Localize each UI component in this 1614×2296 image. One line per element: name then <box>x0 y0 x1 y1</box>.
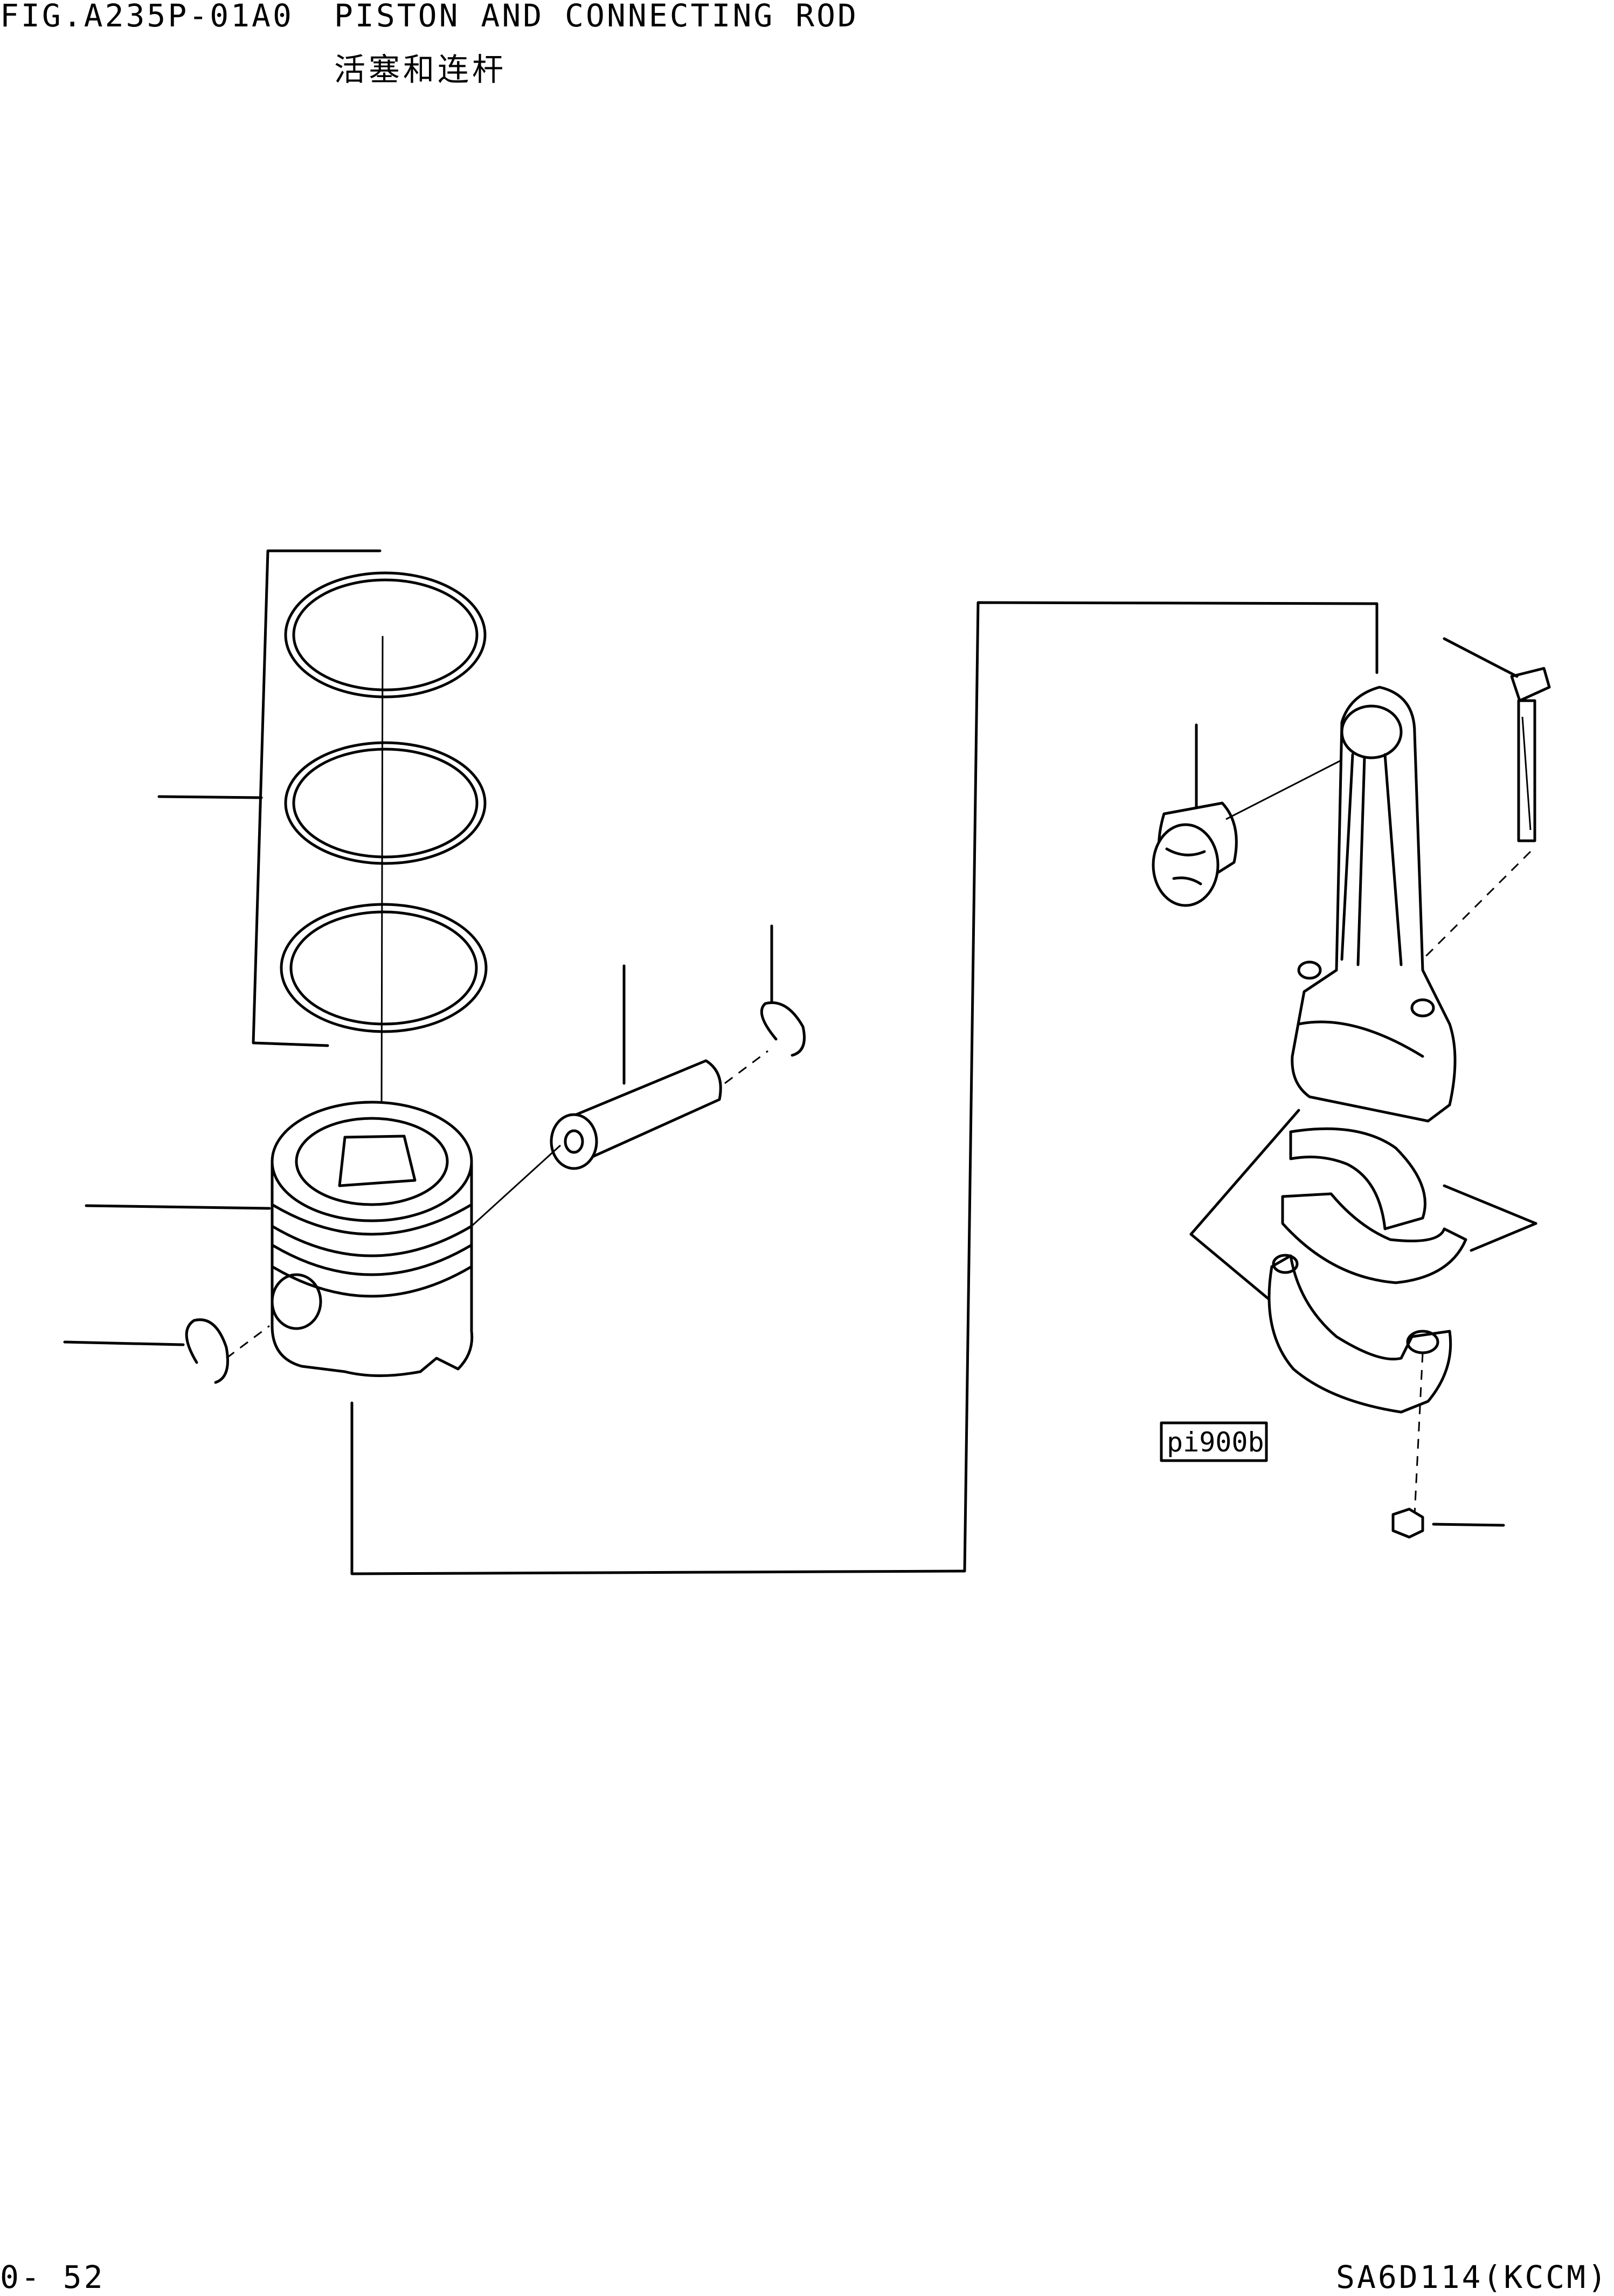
connecting-rod <box>1291 686 1457 1123</box>
bearing-leader-left <box>1189 1109 1300 1236</box>
bearing-leader-right <box>1443 1184 1537 1225</box>
piston-pin <box>470 964 722 1227</box>
bearing-leader-right-lower <box>1470 1222 1537 1252</box>
snap-ring-right <box>724 924 806 1084</box>
page-title: PISTON AND CONNECTING ROD <box>334 0 858 34</box>
page-title-chinese: 活塞和连杆 <box>334 51 507 88</box>
piston-ring-top <box>284 571 487 699</box>
reference-label-text: pi900b <box>1167 1427 1264 1458</box>
connecting-rod-bearing-lower <box>1281 1192 1467 1284</box>
connecting-rod-cap <box>1267 1254 1452 1414</box>
connecting-rod-bushing <box>1152 723 1342 907</box>
ring-alignment-line <box>380 635 384 1111</box>
reference-label: pi900b <box>1160 1421 1268 1462</box>
piston-ring-oil <box>280 903 488 1033</box>
model-code: SA6D114(KCCM) <box>1336 2259 1609 2295</box>
figure-id: FIG.A235P-01A0 <box>0 0 294 34</box>
ring-group-bracket <box>157 549 382 1047</box>
page-number: 0- 52 <box>0 2259 105 2295</box>
connecting-rod-bolt <box>1422 637 1551 960</box>
connecting-rod-nut <box>1391 1507 1505 1539</box>
piston-ring-second <box>284 741 487 865</box>
snap-ring-left <box>63 1318 270 1384</box>
piston <box>85 1101 474 1377</box>
assembly-connection-line <box>350 601 1379 1575</box>
connecting-rod-bearing-upper <box>1289 1127 1426 1230</box>
